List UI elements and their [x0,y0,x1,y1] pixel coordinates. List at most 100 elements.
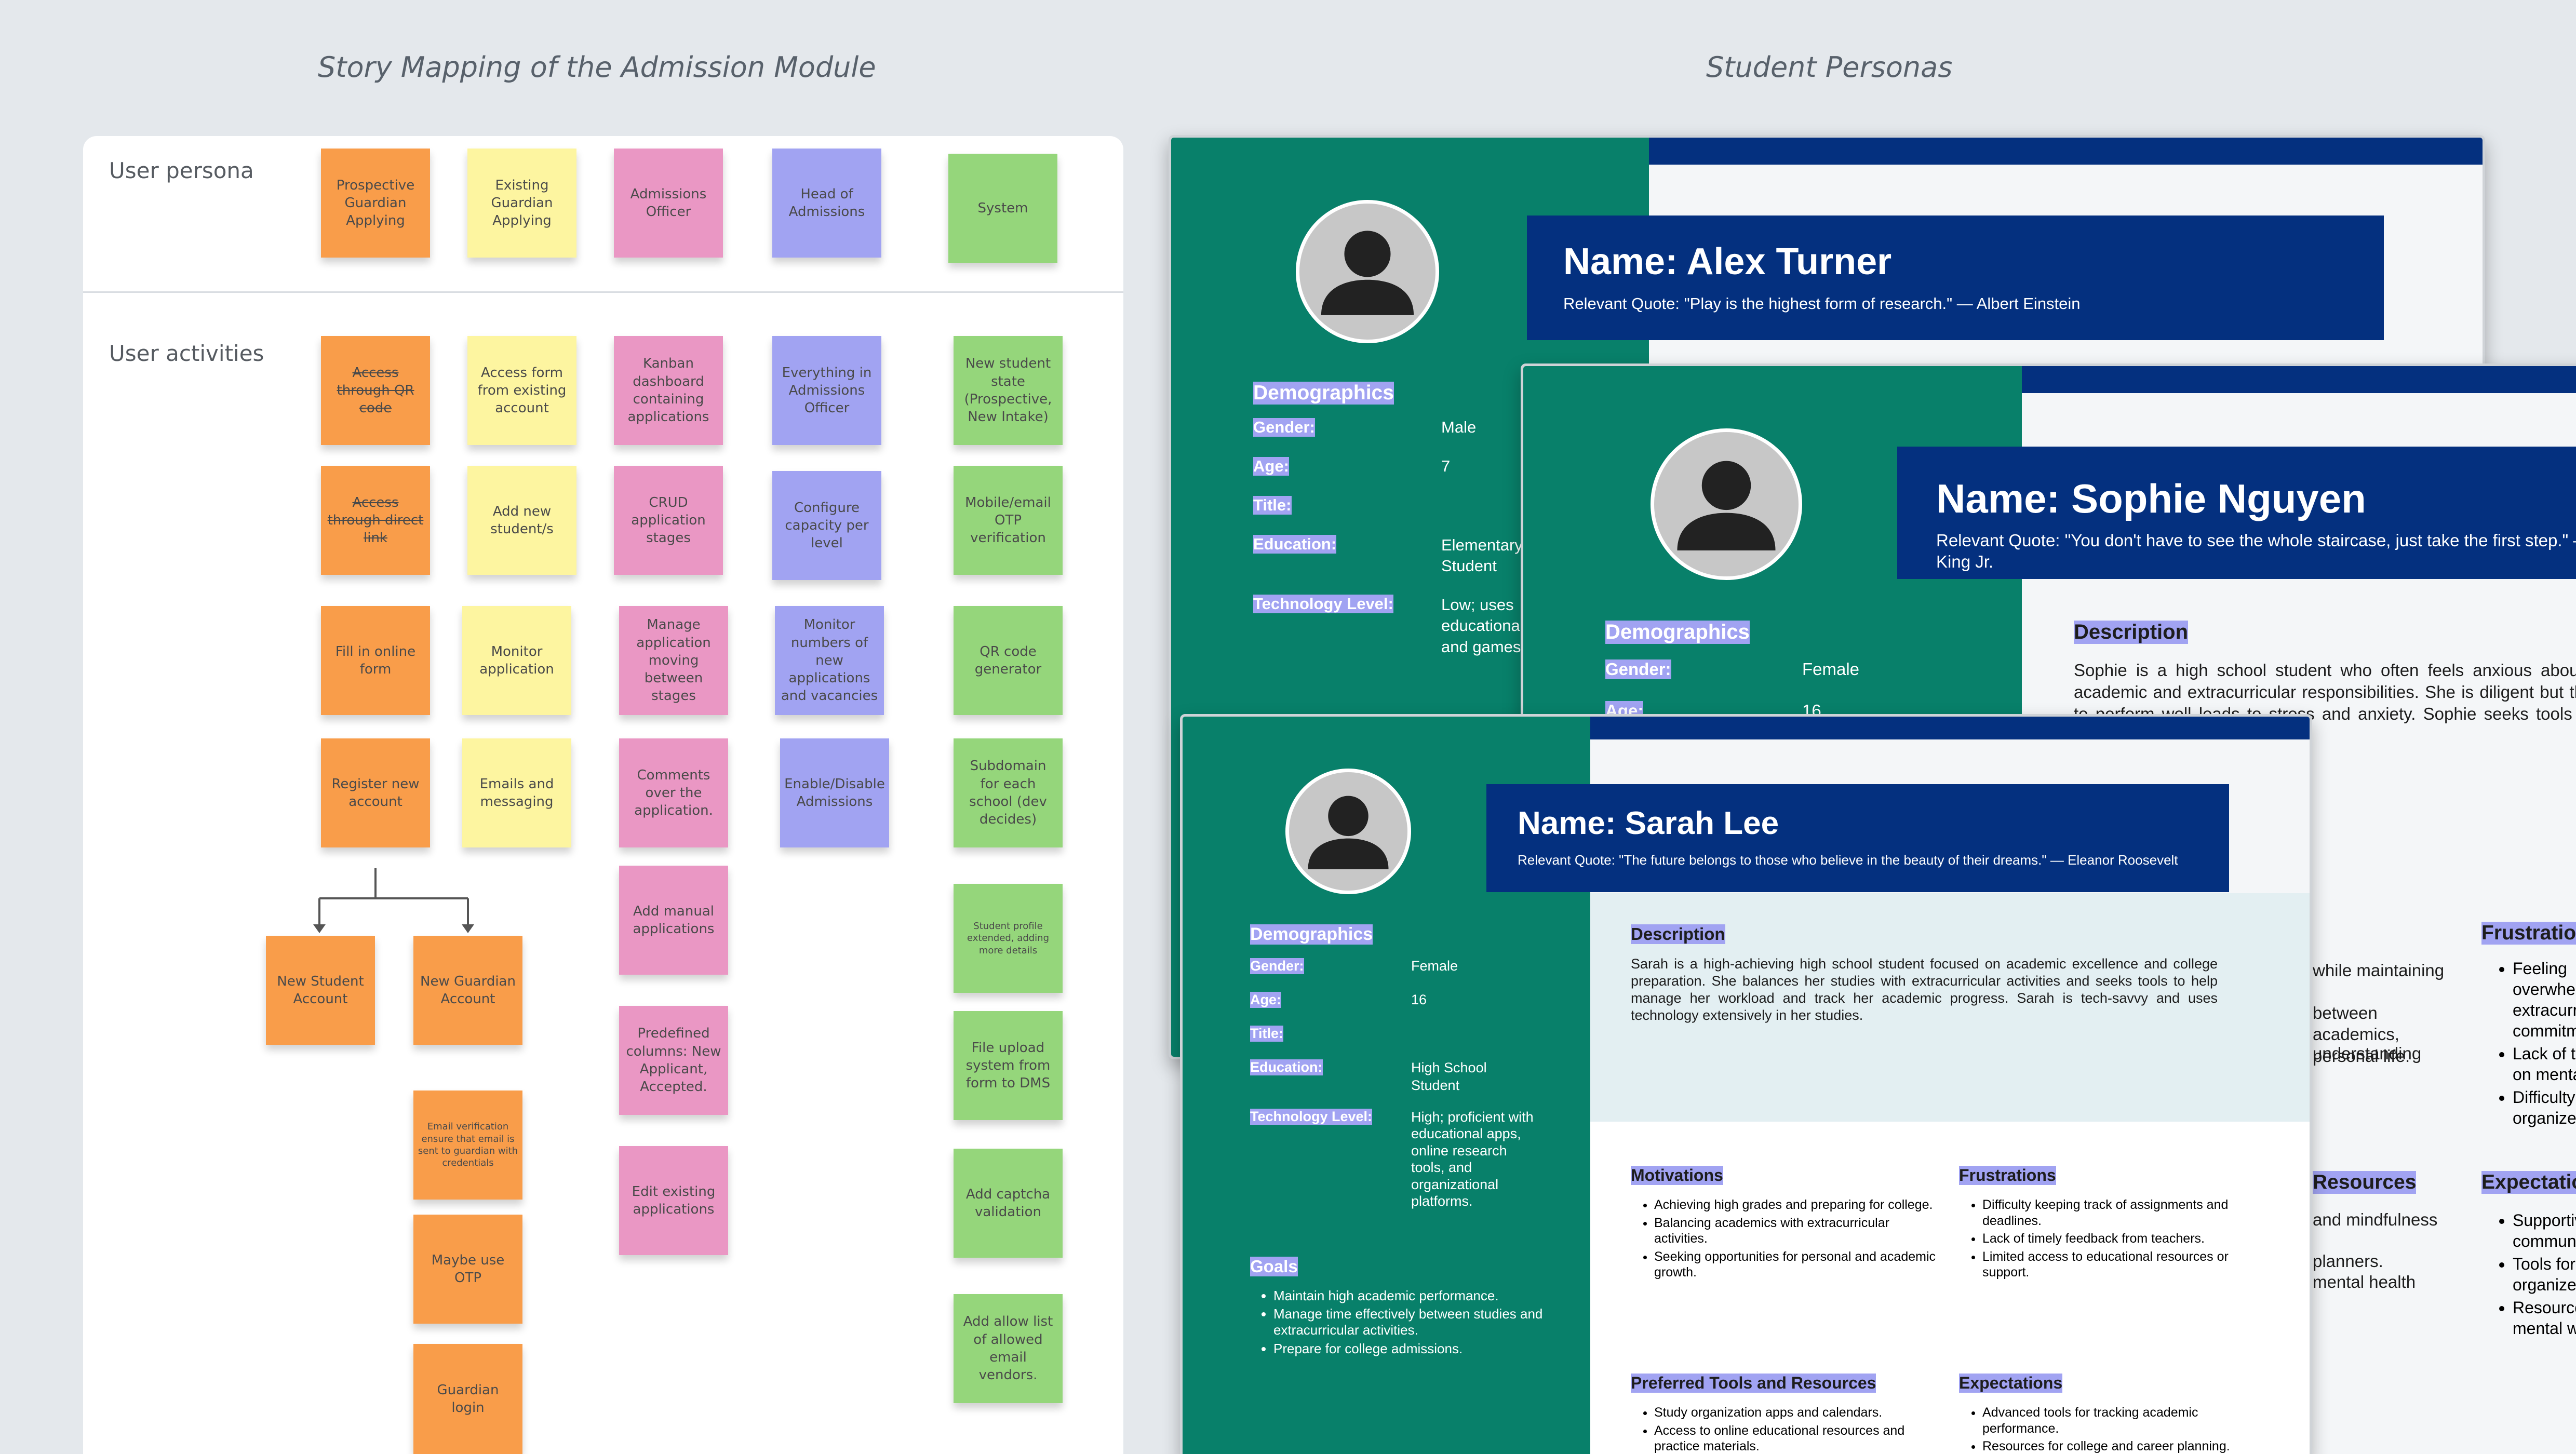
demographics-heading: Demographics [1605,621,1750,644]
sticky-monitor-numbers[interactable]: Monitor numbers of new applications and … [775,606,884,715]
sticky-predefined-columns[interactable]: Predefined columns: New Applicant, Accep… [619,1006,728,1115]
education-value: High School Student [1411,1060,1487,1093]
tech-value: High; proficient with educational apps, … [1411,1109,1534,1209]
frustrations-heading: Frustrations [2481,922,2576,945]
title-label: Title: [1253,496,1292,515]
sticky-student-profile-extended[interactable]: Student profile extended, adding more de… [954,884,1063,993]
sticky-everything-admissions-officer[interactable]: Everything in Admissions Officer [772,336,881,445]
name-banner: Name: Sarah Lee Relevant Quote: "The fut… [1486,784,2229,892]
sticky-enable-disable-admissions[interactable]: Enable/Disable Admissions [780,738,889,847]
sticky-new-student-state[interactable]: New student state (Prospective, New Inta… [954,336,1063,445]
gender-label: Gender: [1250,958,1304,974]
motivations-heading: Motivations [1631,1166,1723,1185]
sticky-add-new-students[interactable]: Add new student/s [467,466,576,575]
persona-name: Name: Sarah Lee [1518,805,1779,841]
sticky-add-manual-applications[interactable]: Add manual applications [619,866,728,975]
sticky-new-guardian-account[interactable]: New Guardian Account [413,936,522,1045]
sticky-monitor-application[interactable]: Monitor application [462,606,571,715]
sticky-email-verification[interactable]: Email verification ensure that email is … [413,1090,522,1200]
expectation-item: Resources for mental well-being. [2513,1297,2576,1339]
sticky-subdomain-per-school[interactable]: Subdomain for each school (dev decides) [954,738,1063,847]
sticky-otp-verification[interactable]: Mobile/email OTP verification [954,466,1063,575]
frustration-item: Lack of time to focus on mental health. [2513,1043,2576,1085]
sticky-persona-existing-guardian[interactable]: Existing Guardian Applying [467,149,576,258]
sticky-persona-prospective-guardian[interactable]: Prospective Guardian Applying [321,149,430,258]
sticky-qr-code-generator[interactable]: QR code generator [954,606,1063,715]
resources-heading: Resources [2313,1171,2417,1194]
persona-quote: Relevant Quote: "The future belongs to t… [1518,852,2178,868]
goal-item: Maintain high academic performance. [1273,1288,1564,1304]
gender-value: Female [1411,958,1458,974]
sticky-access-form-existing[interactable]: Access form from existing account [467,336,576,445]
goal-item: Manage time effectively between studies … [1273,1306,1564,1338]
expectation-item: Supportive community. [2513,1210,2576,1251]
sticky-file-upload-dms[interactable]: File upload system from form to DMS [954,1011,1063,1120]
sticky-persona-head-of-admissions[interactable]: Head of Admissions [772,149,881,258]
age-value: 16 [1411,992,1427,1007]
expectations-list: Supportive community. Tools for staying … [2513,1210,2576,1341]
sticky-register-new-account[interactable]: Register new account [321,738,430,847]
expectations-list: Advanced tools for tracking academic per… [1982,1405,2273,1454]
title-label: Title: [1250,1026,1284,1042]
persona-name: Name: Sophie Nguyen [1936,476,2366,521]
tool-item: Access to online educational resources a… [1654,1423,1945,1454]
tools-heading: Preferred Tools and Resources [1631,1374,1876,1393]
description-heading: Description [2074,621,2189,644]
row-label-user-persona: User persona [109,158,254,183]
tech-value: Low; uses educational and games [1441,596,1524,656]
gender-value: Female [1802,659,1860,679]
sticky-comments-application[interactable]: Comments over the application. [619,738,728,847]
sticky-kanban-dashboard[interactable]: Kanban dashboard containing applications [614,336,723,445]
motivations-list: Achieving high grades and preparing for … [1654,1197,1945,1283]
row-label-user-activities: User activities [109,341,264,366]
sticky-guardian-login[interactable]: Guardian login [413,1344,522,1454]
expectations-heading: Expectations [1959,1374,2063,1393]
persona-card-sarah[interactable]: Name: Sarah Lee Relevant Quote: "The fut… [1180,714,2312,1454]
education-label: Education: [1250,1059,1323,1075]
goals-heading: Goals [1250,1257,1298,1276]
demographics-heading: Demographics [1250,924,1373,945]
description-text: Sophie is a high school student who ofte… [2074,661,2576,745]
persona-quote: Relevant Quote: "You don't have to see t… [1936,531,2576,572]
sticky-access-qr-code[interactable]: Access through QR code [321,336,430,445]
expectations-heading: Expectations [2481,1171,2576,1194]
education-label: Education: [1253,535,1337,554]
sticky-crud-stages[interactable]: CRUD application stages [614,466,723,575]
sticky-allow-list-email[interactable]: Add allow list of allowed email vendors. [954,1294,1063,1403]
expectation-item: Tools for staying organized. [2513,1254,2576,1295]
frustration-item: Feeling overwhelmed by extracurricular c… [2513,958,2576,1041]
sticky-captcha-validation[interactable]: Add captcha validation [954,1149,1063,1258]
frustrations-list: Feeling overwhelmed by extracurricular c… [2513,958,2576,1130]
sticky-fill-online-form[interactable]: Fill in online form [321,606,430,715]
age-value: 7 [1441,457,1451,475]
sticky-manage-moving-stages[interactable]: Manage application moving between stages [619,606,728,715]
description-heading: Description [1631,924,1725,944]
sticky-persona-system[interactable]: System [948,154,1057,263]
motivation-fragment: while maintaining [2313,961,2445,980]
persona-quote: Relevant Quote: "Play is the highest for… [1563,294,2081,313]
row-divider [83,291,1123,293]
tools-list: Study organization apps and calendars. A… [1654,1405,1945,1454]
avatar-icon [1296,200,1439,343]
resources-fragment: and mindfulness [2313,1210,2438,1229]
gender-label: Gender: [1253,418,1315,437]
sticky-new-student-account[interactable]: New Student Account [266,936,375,1045]
frustrations-list: Difficulty keeping track of assignments … [1982,1197,2273,1283]
education-value: Elementary Student [1441,536,1523,575]
frustration-item: Limited access to educational resources … [1982,1249,2273,1281]
motivation-fragment: between academics, personal life. [2313,1003,2410,1066]
expectation-item: Resources for college and career plannin… [1982,1438,2273,1454]
frustration-item: Difficulty keeping track of assignments … [1982,1197,2273,1229]
tool-item: Study organization apps and calendars. [1654,1405,1945,1421]
tech-label: Technology Level: [1253,595,1393,613]
student-personas-title: Student Personas [1706,51,1953,84]
sticky-edit-existing-applications[interactable]: Edit existing applications [619,1146,728,1255]
persona-name: Name: Alex Turner [1563,241,1892,282]
sticky-configure-capacity[interactable]: Configure capacity per level [772,471,881,580]
sticky-maybe-use-otp[interactable]: Maybe use OTP [413,1215,522,1324]
sticky-access-direct-link[interactable]: Access through direct link [321,466,430,575]
sticky-emails-messaging[interactable]: Emails and messaging [462,738,571,847]
name-banner: Name: Alex Turner Relevant Quote: "Play … [1527,216,2384,340]
sticky-persona-admissions-officer[interactable]: Admissions Officer [614,149,723,258]
avatar-icon [1285,769,1411,894]
